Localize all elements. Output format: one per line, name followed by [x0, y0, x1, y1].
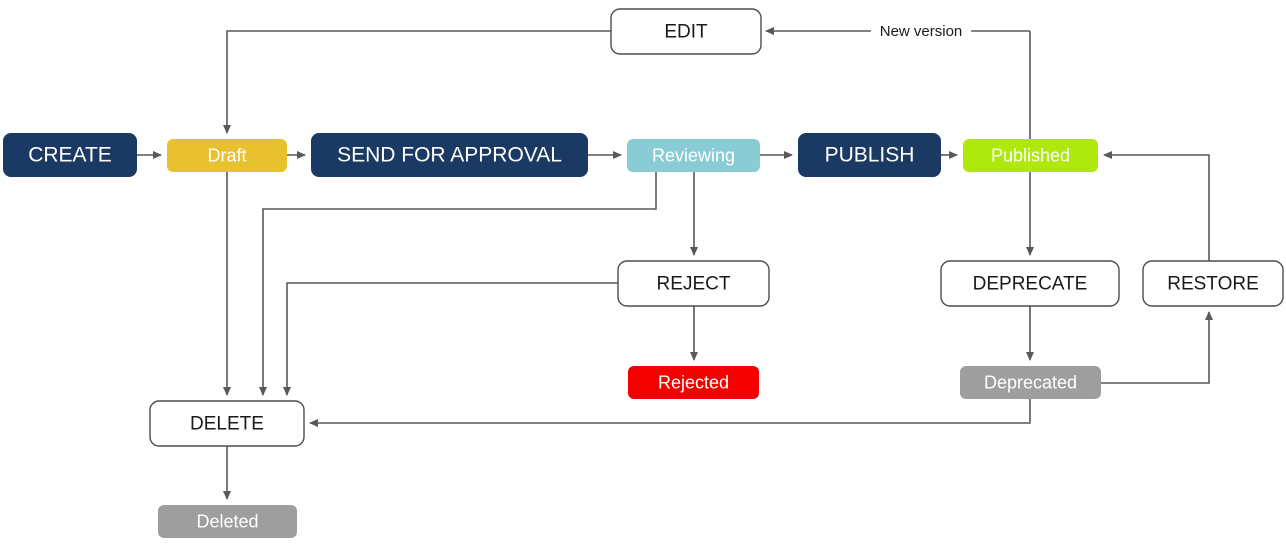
node-send[interactable]: SEND FOR APPROVAL: [311, 133, 588, 177]
node-label-deprecate: DEPRECATE: [973, 274, 1088, 295]
node-label-reject: REJECT: [657, 274, 731, 295]
node-box-create[interactable]: [3, 133, 137, 177]
node-label-edit: EDIT: [664, 22, 708, 43]
nodes-layer: CREATE Draft SEND FOR APPROVAL Reviewing PUB…: [3, 8, 1284, 538]
node-box-reject[interactable]: [617, 260, 770, 307]
node-label-publish: PUBLISH: [825, 144, 915, 167]
node-publish[interactable]: PUBLISH: [798, 133, 941, 177]
node-label-published: Published: [991, 145, 1070, 165]
edge-labels-layer: New version: [870, 20, 972, 42]
node-box-draft[interactable]: [167, 139, 287, 172]
node-reviewing[interactable]: Reviewing: [627, 139, 760, 172]
node-box-rejected[interactable]: [628, 366, 759, 399]
edge-restore-to-published: [1103, 151, 1210, 261]
node-delete[interactable]: DELETE: [149, 400, 305, 447]
node-box-reviewing[interactable]: [627, 139, 760, 172]
node-edit[interactable]: EDIT: [610, 8, 762, 55]
node-label-delete: DELETE: [190, 414, 264, 435]
node-box-publish[interactable]: [798, 133, 941, 177]
node-label-deleted: Deleted: [196, 511, 258, 531]
edge-deprecated-to-delete: [309, 399, 1031, 427]
node-label-reviewing: Reviewing: [652, 145, 735, 165]
node-box-deprecate[interactable]: [940, 260, 1120, 307]
node-label-send: SEND FOR APPROVAL: [337, 144, 562, 167]
node-label-deprecated: Deprecated: [984, 372, 1077, 392]
node-deprecated[interactable]: Deprecated: [960, 366, 1101, 399]
edge-deprecated-to-restore: [1101, 311, 1213, 384]
node-label-draft: Draft: [207, 145, 246, 165]
node-draft[interactable]: Draft: [167, 139, 287, 172]
node-box-published[interactable]: [963, 139, 1098, 172]
node-rejected[interactable]: Rejected: [628, 366, 759, 399]
node-deprecate[interactable]: DEPRECATE: [940, 260, 1120, 307]
node-box-deprecated[interactable]: [960, 366, 1101, 399]
edge-reviewing-to-delete: [259, 172, 657, 396]
node-reject[interactable]: REJECT: [617, 260, 770, 307]
node-box-delete[interactable]: [149, 400, 305, 447]
node-restore[interactable]: RESTORE: [1142, 260, 1284, 307]
node-box-send[interactable]: [311, 133, 588, 177]
node-create[interactable]: CREATE: [3, 133, 137, 177]
node-label-create: CREATE: [28, 144, 112, 167]
node-label-rejected: Rejected: [658, 372, 729, 392]
edge-edit-to-draft: [223, 30, 611, 134]
node-box-restore[interactable]: [1142, 260, 1284, 307]
node-box-deleted[interactable]: [158, 505, 297, 538]
edge-reject-to-delete: [283, 282, 618, 396]
node-published[interactable]: Published: [963, 139, 1098, 172]
node-label-restore: RESTORE: [1167, 274, 1259, 295]
new-version-label: New version: [880, 23, 963, 40]
edges-layer: [137, 27, 1213, 500]
edge-label-backdrop-new-version-label: [870, 20, 972, 42]
node-box-edit[interactable]: [610, 8, 762, 55]
node-deleted[interactable]: Deleted: [158, 505, 297, 538]
